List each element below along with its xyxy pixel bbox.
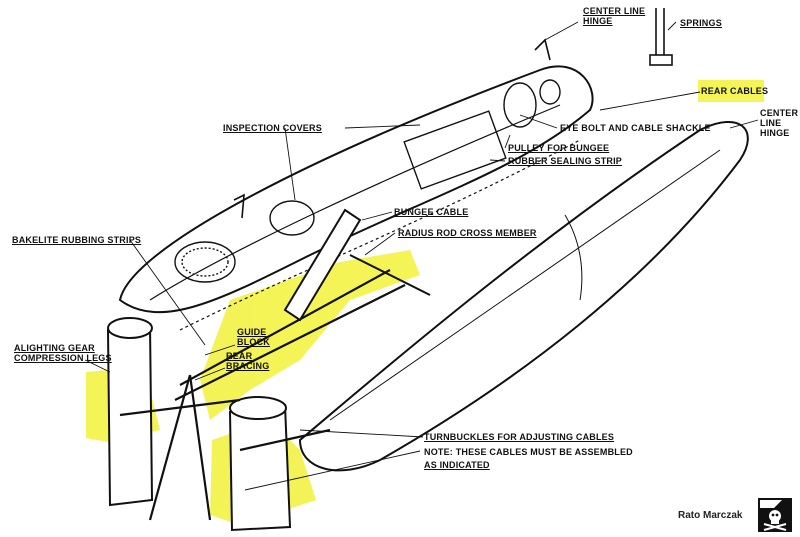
bungee-cable-part [283, 208, 431, 322]
label-inspection-covers: INSPECTION COVERS [223, 123, 322, 133]
label-radius-rod: RADIUS ROD CROSS MEMBER [398, 228, 537, 238]
label-bakelite: BAKELITE RUBBING STRIPS [12, 235, 142, 245]
highlight-overlays [86, 80, 764, 525]
label-rear-cables: REAR CABLES [701, 86, 769, 96]
skull-crossbones-icon [758, 498, 792, 532]
credit-text: Rato Marczak [678, 510, 743, 521]
label-turnbuckles: TURNBUCKLES FOR ADJUSTING CABLES [424, 432, 615, 442]
label-note-line1: NOTE: THESE CABLES MUST BE ASSEMBLED [424, 447, 633, 457]
highlight-diagonal-cables [200, 250, 420, 420]
label-springs: SPRINGS [680, 18, 722, 28]
label-rear-bracing: REAR BRACING [226, 351, 270, 371]
inspection-covers [174, 79, 561, 283]
hinge-hardware [233, 8, 673, 219]
label-note-line2: AS INDICATED [424, 460, 490, 470]
label-center-line-hinge-right: CENTER LINE HINGE [760, 108, 799, 138]
label-pulley: PULLEY FOR BUNGEE [508, 143, 610, 153]
label-bungee-cable: BUNGEE CABLE [394, 207, 469, 217]
bracing-rods [119, 269, 406, 521]
compression-legs [106, 317, 292, 532]
label-eye-bolt: EYE BOLT AND CABLE SHACKLE [560, 123, 711, 133]
float-right-body [298, 120, 749, 472]
label-alighting-gear: ALIGHTING GEAR COMPRESSION LEGS [14, 343, 112, 363]
label-rubber-strip: RUBBER SEALING STRIP [508, 156, 623, 166]
label-center-line-hinge-top: CENTER LINE HINGE [583, 6, 646, 26]
highlight-rear-cables [698, 80, 764, 102]
label-guide-block: GUIDE BLOCK [237, 327, 270, 347]
leader-lines [84, 21, 759, 491]
